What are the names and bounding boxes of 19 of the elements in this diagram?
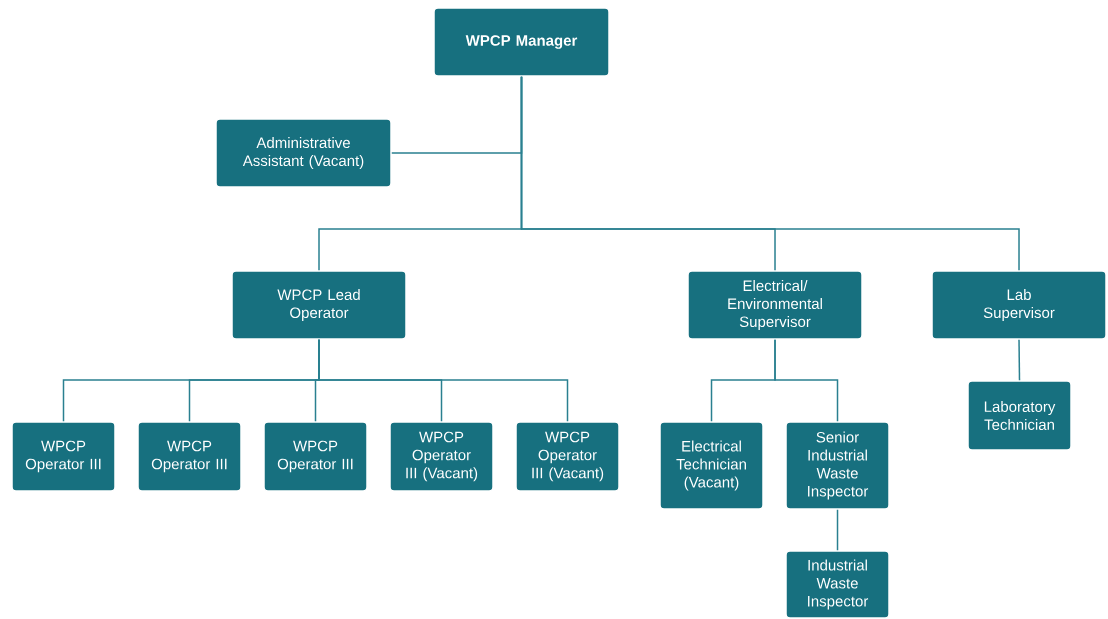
org-box: WPCP Operator III <box>137 421 242 492</box>
connector-line <box>774 339 839 422</box>
org-box: Administrative Assistant (Vacant) <box>215 118 392 188</box>
org-box: WPCP Operator III (Vacant) <box>389 421 494 492</box>
connector-line <box>1018 339 1021 381</box>
org-box: WPCP Manager <box>433 7 610 77</box>
connector-line <box>836 509 839 551</box>
connector-line <box>318 339 569 422</box>
org-box: WPCP Lead Operator <box>231 270 407 340</box>
org-box: Electrical/ Environmental Supervisor <box>687 270 863 340</box>
org-box: Laboratory Technician <box>967 380 1072 451</box>
org-box: WPCP Operator III <box>11 421 116 492</box>
org-box: Lab Supervisor <box>931 270 1107 340</box>
org-box: WPCP Operator III (Vacant) <box>515 421 620 492</box>
org-box: Senior Industrial Waste Inspector <box>785 421 890 510</box>
org-box: Electrical Technician (Vacant) <box>659 421 764 510</box>
org-box: WPCP Operator III <box>263 421 368 492</box>
org-box: Industrial Waste Inspector <box>785 550 890 619</box>
connector-line <box>520 76 1020 271</box>
